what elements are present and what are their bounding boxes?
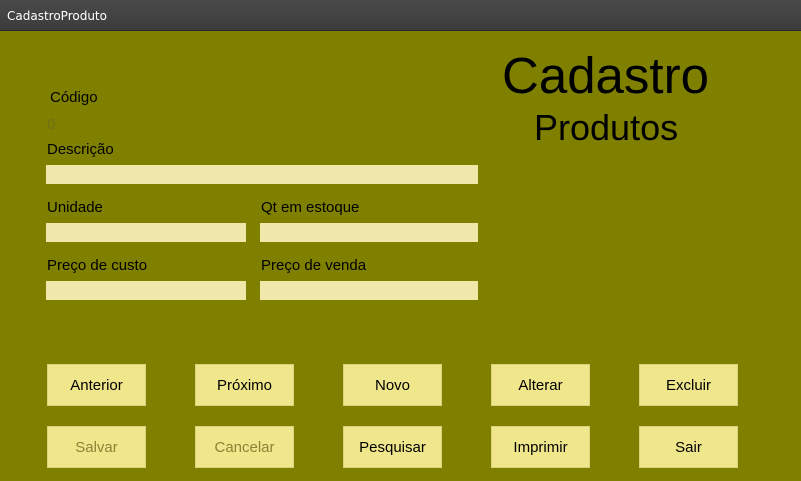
salvar-button[interactable]: Salvar [47,426,146,468]
excluir-button[interactable]: Excluir [639,364,738,406]
pesquisar-button[interactable]: Pesquisar [343,426,442,468]
alterar-button[interactable]: Alterar [491,364,590,406]
qt-estoque-input[interactable] [260,223,478,242]
preco-custo-label: Preço de custo [47,257,148,274]
descricao-label: Descrição [47,141,114,158]
cancelar-button[interactable]: Cancelar [195,426,294,468]
title-bar[interactable]: CadastroProduto [0,0,801,31]
descricao-input[interactable] [46,165,478,184]
heading-produtos: Produtos [534,107,679,148]
window-title: CadastroProduto [7,9,107,23]
unidade-input[interactable] [46,223,246,242]
imprimir-button[interactable]: Imprimir [491,426,590,468]
preco-custo-input[interactable] [46,281,246,300]
novo-button[interactable]: Novo [343,364,442,406]
qt-estoque-label: Qt em estoque [261,199,360,216]
heading-cadastro: Cadastro [502,47,709,104]
preco-venda-label: Preço de venda [261,257,367,274]
codigo-label: Código [50,89,98,106]
codigo-value: 0 [47,116,56,133]
unidade-label: Unidade [47,199,103,216]
anterior-button[interactable]: Anterior [47,364,146,406]
sair-button[interactable]: Sair [639,426,738,468]
proximo-button[interactable]: Próximo [195,364,294,406]
preco-venda-input[interactable] [260,281,478,300]
